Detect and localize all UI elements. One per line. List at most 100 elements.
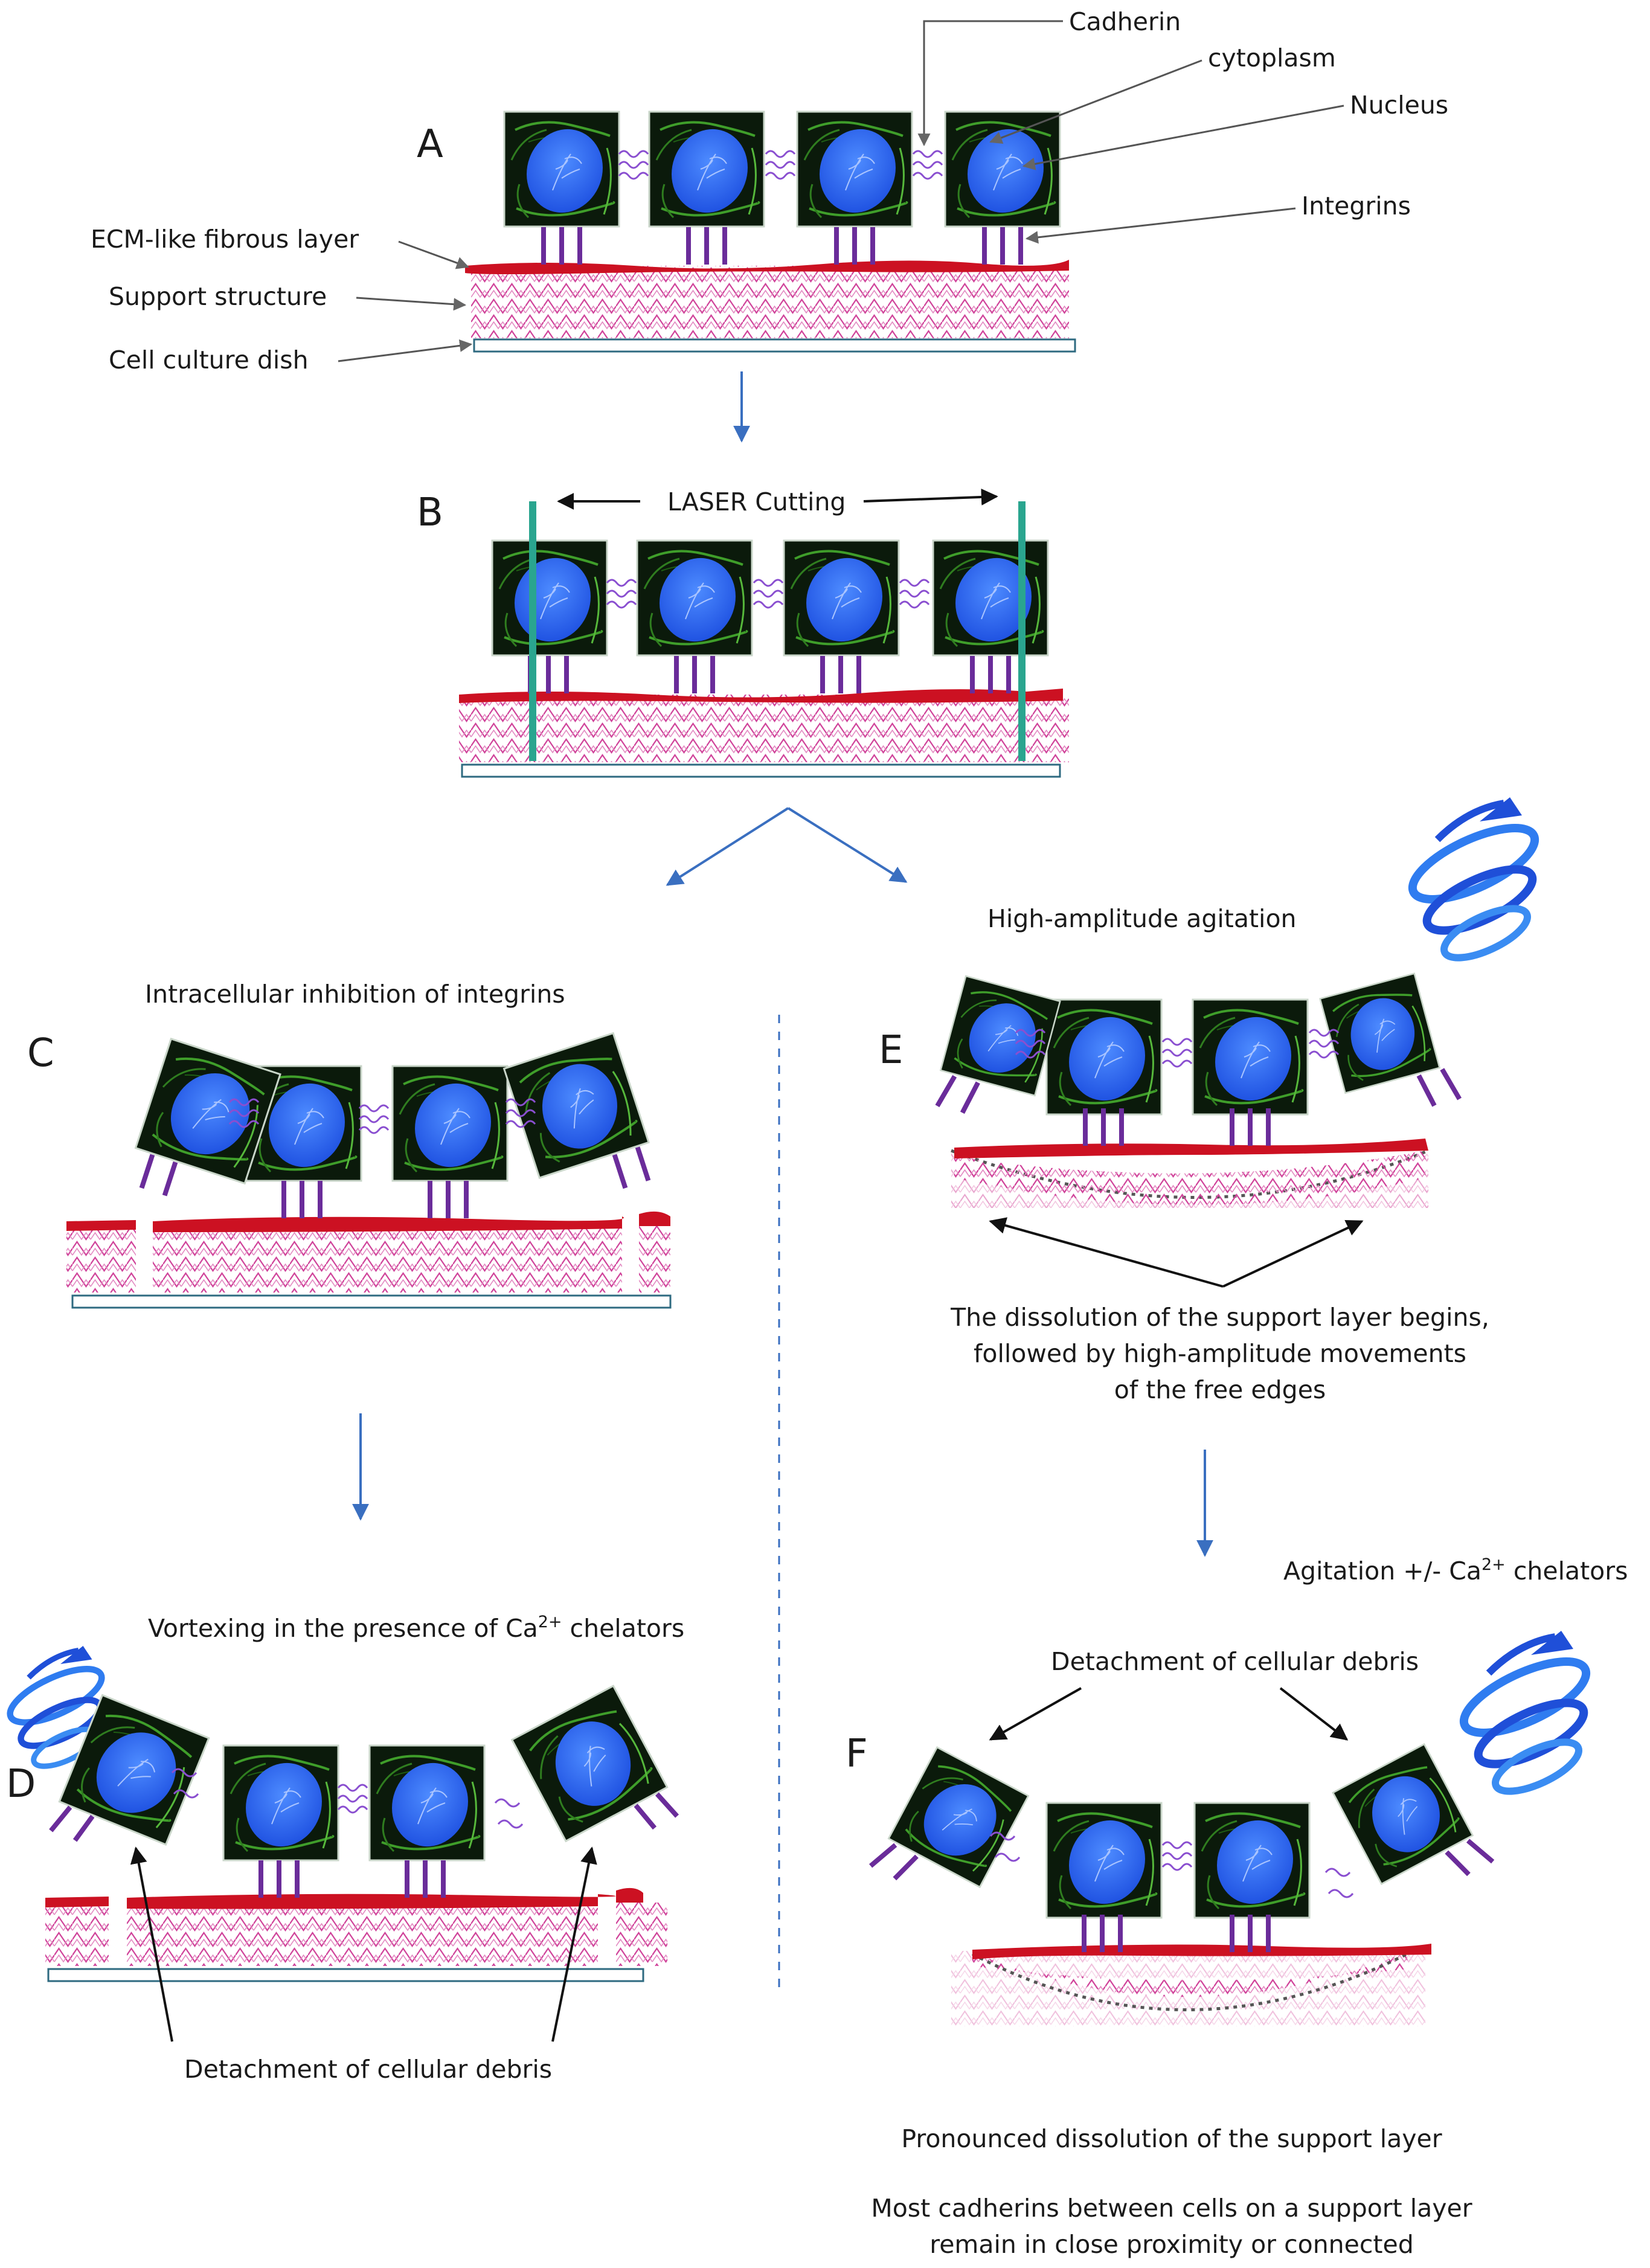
cell-a4 — [944, 111, 1061, 228]
cadherin-d3-free — [494, 1798, 524, 1829]
detach-f-label: Detachment of cellular debris — [1051, 1647, 1419, 1676]
leader-arrows-a — [338, 20, 1344, 362]
cadherin-e2 — [1161, 1038, 1193, 1068]
cell-a1 — [503, 111, 620, 228]
most-cadherins-line1: Most cadherins between cells on a suppor… — [871, 2194, 1472, 2223]
vortex-icon-e — [1403, 797, 1544, 968]
support-remnant-f — [972, 1952, 1407, 1997]
cadherin-d2 — [337, 1784, 368, 1814]
most-cadherins-line2: remain in close proximity or connected — [929, 2230, 1414, 2259]
integrins-label: Integrins — [1302, 191, 1411, 220]
panel-a: A Cadherin cytoplasm Nucleus Integrins E… — [91, 7, 1448, 374]
cell-c1-tilted — [134, 1037, 281, 1197]
high-amplitude-label: High-amplitude agitation — [987, 904, 1297, 933]
cell-a3 — [796, 111, 913, 228]
cell-b2 — [636, 539, 753, 657]
ecm-layer-d — [45, 1887, 643, 1909]
cell-f1-detached — [868, 1746, 1030, 1889]
cell-b4 — [932, 539, 1049, 657]
cell-c4-tilted — [502, 1032, 651, 1189]
integrins-b2 — [676, 656, 713, 693]
cadherin-c2 — [358, 1104, 390, 1134]
culture-dish-d — [47, 1968, 644, 1982]
cell-f3 — [1193, 1802, 1311, 1919]
flow-arrow-split — [666, 807, 908, 886]
cut-gap-c-left — [136, 1223, 153, 1294]
cell-e1-tilted — [935, 975, 1061, 1114]
cell-e4-tilted — [1319, 972, 1462, 1107]
ecm-label: ECM-like fibrous layer — [91, 225, 359, 254]
integrins-c3 — [430, 1181, 466, 1218]
integrins-b4 — [972, 656, 1009, 693]
panel-d-letter: D — [6, 1762, 36, 1807]
ecm-layer-e — [954, 1139, 1428, 1158]
dissolution-arrow-left — [989, 1217, 1224, 1288]
panel-e: High-amplitude agitation E The dissoluti… — [879, 797, 1544, 1404]
cell-c3 — [391, 1065, 509, 1182]
culture-dish-a — [473, 338, 1076, 353]
integrins-c2 — [284, 1181, 320, 1218]
cell-d3 — [368, 1744, 486, 1862]
cytoplasm-label: cytoplasm — [1208, 43, 1336, 72]
agitation-chelators-label: Agitation +/- Ca2+ chelators — [1283, 1555, 1628, 1585]
cadherin-b3 — [899, 579, 930, 609]
cell-b1 — [491, 539, 608, 657]
cadherin-f3-free — [1324, 1868, 1354, 1898]
dissolution-begins-line2: followed by high-amplitude movements — [974, 1339, 1466, 1368]
cell-e3 — [1192, 998, 1309, 1116]
panel-a-letter: A — [417, 122, 443, 167]
ecm-layer-a — [465, 260, 1069, 274]
cadherin-a2 — [765, 150, 796, 180]
cadherin-f2 — [1161, 1841, 1193, 1871]
cell-e2 — [1045, 998, 1163, 1116]
cadherin-b2 — [753, 579, 784, 609]
integrins-d3 — [407, 1860, 443, 1898]
support-remaining-e — [954, 1151, 1425, 1205]
cadherin-f1-free — [989, 1831, 1021, 1862]
cell-d1-detached — [49, 1694, 210, 1846]
ecm-layer-f — [972, 1944, 1431, 1959]
support-structure-a — [471, 266, 1069, 338]
integrins-d2 — [261, 1860, 297, 1898]
cell-d2 — [222, 1744, 339, 1862]
dissolution-begins-line3: of the free edges — [1114, 1375, 1326, 1404]
panel-c: Intracellular inhibition of integrins C — [27, 980, 672, 1309]
laser-cut-left — [529, 501, 536, 761]
cell-d4-detached — [512, 1686, 679, 1868]
integrins-a2 — [689, 227, 725, 265]
ecm-layer-b — [459, 689, 1063, 703]
cell-b3 — [783, 539, 900, 657]
support-structure-b — [459, 695, 1069, 762]
panel-c-letter: C — [27, 1031, 54, 1076]
cadherin-a3 — [912, 150, 943, 180]
ecm-layer-c — [66, 1211, 670, 1232]
detach-arrow-f-left — [989, 1687, 1082, 1741]
dissolution-boundary-f — [971, 1952, 1408, 2011]
panel-b: B LASER Cutting — [417, 487, 1069, 778]
support-label: Support structure — [109, 282, 327, 311]
cadherin-label: Cadherin — [1069, 7, 1181, 36]
laser-arrow-right — [863, 488, 998, 506]
support-structure-c — [66, 1226, 670, 1293]
cut-gap-c-right — [622, 1223, 639, 1294]
integrins-a4 — [984, 227, 1021, 265]
panel-f: Agitation +/- Ca2+ chelators Detachment … — [846, 1555, 1628, 2259]
laser-cut-right — [1018, 501, 1026, 761]
intracellular-label: Intracellular inhibition of integrins — [145, 980, 565, 1009]
cadherin-d1-free — [171, 1768, 199, 1799]
cut-gap-d-left — [109, 1900, 127, 1967]
vortexing-label: Vortexing in the presence of Ca2+ chelat… — [148, 1613, 684, 1643]
vortex-icon-f — [1454, 1631, 1595, 1801]
dissolution-arrow-right — [1222, 1220, 1364, 1288]
panel-b-letter: B — [417, 490, 443, 535]
culture-dish-b — [461, 763, 1061, 778]
cell-f4-detached — [1332, 1743, 1495, 1885]
dissolution-begins-line1: The dissolution of the support layer beg… — [950, 1303, 1489, 1332]
integrins-b3 — [823, 656, 859, 693]
pronounced-dissolution-label: Pronounced dissolution of the support la… — [901, 2124, 1442, 2153]
panel-d: Vortexing in the presence of Ca2+ chelat… — [3, 1613, 684, 2084]
detach-d-label: Detachment of cellular debris — [184, 2055, 552, 2084]
laser-cutting-label: LASER Cutting — [667, 487, 846, 516]
culture-dish-c — [71, 1294, 672, 1309]
detach-arrow-d-left — [130, 1846, 173, 2042]
